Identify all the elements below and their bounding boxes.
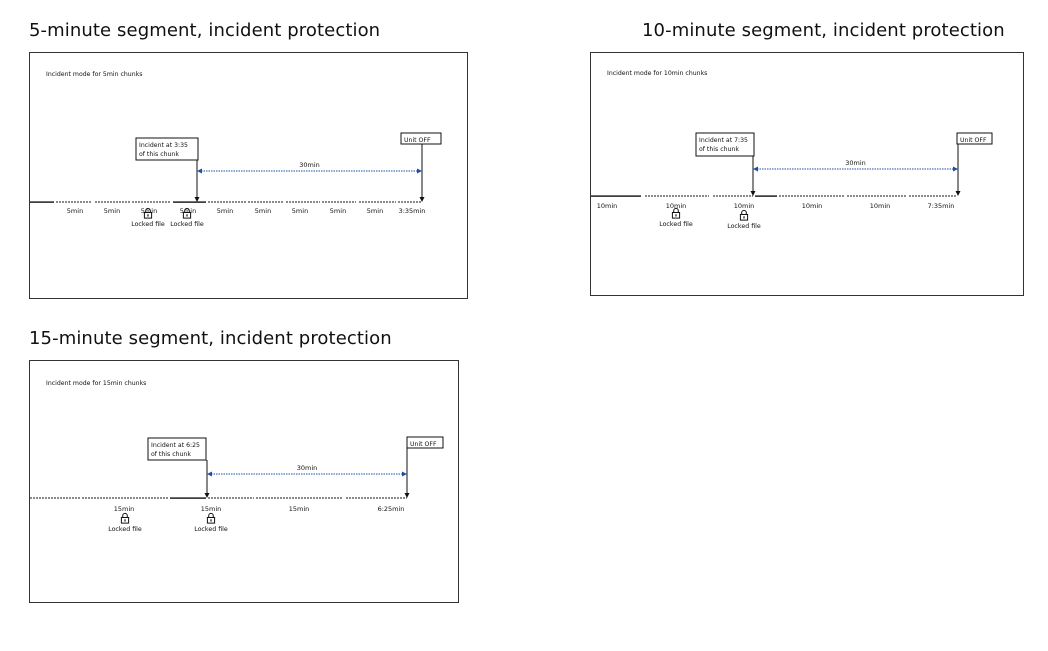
panel-15min: Incident mode for 15min chunks 15min 15min…: [29, 360, 459, 603]
lock-icon: [671, 207, 681, 219]
callout-line: Incident at 3:35: [139, 142, 188, 149]
segment-label: 3:35min: [399, 207, 426, 215]
timeline-segment: [173, 201, 206, 203]
segment-label: 5min: [292, 207, 308, 215]
duration-arrow: 30min: [207, 464, 407, 477]
callout-line: Unit OFF: [410, 441, 437, 448]
callout-line: of this chunk: [151, 451, 191, 458]
lock-icon: [182, 207, 192, 219]
locked-file-label: Locked file: [108, 526, 142, 533]
segment-label: 15min: [114, 505, 135, 513]
segment-label: 6:25min: [378, 505, 405, 513]
heading-10min: 10-minute segment, incident protection: [642, 20, 1005, 41]
callout-line: of this chunk: [139, 151, 179, 158]
unit-off-callout: Unit OFF: [406, 436, 444, 449]
segment-label: 5min: [330, 207, 346, 215]
segment-label: 5min: [217, 207, 233, 215]
lock-icon: [739, 209, 749, 221]
panel-5min: Incident mode for 5min chunks 5min 5min 5mi…: [29, 52, 468, 299]
timeline-segment: [755, 195, 777, 197]
segment-label: 5min: [141, 207, 157, 215]
callout-line: Unit OFF: [960, 137, 987, 144]
incident-callout: Incident at 6:25 of this chunk: [147, 437, 207, 461]
timeline-segment: [591, 195, 641, 197]
diagram-10min: Incident mode for 10min chunks 10min 10min…: [591, 70, 993, 230]
locked-file-label: Locked file: [131, 221, 165, 228]
callout-line: Unit OFF: [404, 137, 431, 144]
callout-line: Incident at 6:25: [151, 442, 200, 449]
callout-line: of this chunk: [699, 146, 739, 153]
timeline-segment: [30, 201, 54, 203]
unit-off-arrow: [404, 448, 410, 498]
segment-label: 5min: [180, 207, 196, 215]
segment-label: 10min: [597, 202, 618, 210]
panel-title: Incident mode for 5min chunks: [46, 71, 142, 78]
unit-off-callout: Unit OFF: [400, 132, 442, 145]
incident-callout: Incident at 7:35 of this chunk: [695, 132, 755, 157]
locked-file-label: Locked file: [727, 223, 761, 230]
locked-file-label: Locked file: [170, 221, 204, 228]
incident-arrow: [204, 460, 210, 498]
segment-label: 10min: [870, 202, 891, 210]
panel-10min: Incident mode for 10min chunks 10min 10min…: [590, 52, 1024, 296]
unit-off-arrow: [419, 144, 425, 202]
segment-label: 7:35min: [928, 202, 955, 210]
segment-label: 15min: [201, 505, 222, 513]
callout-line: Incident at 7:35: [699, 137, 748, 144]
panel-title: Incident mode for 10min chunks: [607, 70, 707, 77]
segment-label: 10min: [802, 202, 823, 210]
unit-off-arrow: [955, 144, 961, 196]
segment-label: 10min: [666, 202, 687, 210]
lock-icon: [120, 512, 130, 524]
duration-arrow: 30min: [197, 161, 422, 174]
duration-label: 30min: [845, 159, 866, 167]
duration-label: 30min: [299, 161, 320, 169]
locked-file-label: Locked file: [194, 526, 228, 533]
unit-off-callout: Unit OFF: [956, 132, 993, 145]
duration-label: 30min: [297, 464, 318, 472]
segment-label: 5min: [367, 207, 383, 215]
incident-arrow: [750, 156, 756, 196]
diagram-15min: Incident mode for 15min chunks 15min 15min…: [30, 380, 444, 533]
lock-icon: [143, 207, 153, 219]
segment-label: 5min: [255, 207, 271, 215]
segment-label: 10min: [734, 202, 755, 210]
timeline-segment: [170, 497, 206, 499]
duration-arrow: 30min: [753, 159, 958, 172]
incident-arrow: [194, 160, 200, 202]
heading-15min: 15-minute segment, incident protection: [29, 328, 392, 349]
lock-icon: [206, 512, 216, 524]
incident-callout: Incident at 3:35 of this chunk: [135, 137, 199, 161]
panel-title: Incident mode for 15min chunks: [46, 380, 146, 387]
segment-label: 15min: [289, 505, 310, 513]
diagram-5min: Incident mode for 5min chunks 5min 5min 5mi…: [30, 71, 442, 228]
segment-label: 5min: [104, 207, 120, 215]
locked-file-label: Locked file: [659, 221, 693, 228]
heading-5min: 5-minute segment, incident protection: [29, 20, 381, 41]
segment-label: 5min: [67, 207, 83, 215]
